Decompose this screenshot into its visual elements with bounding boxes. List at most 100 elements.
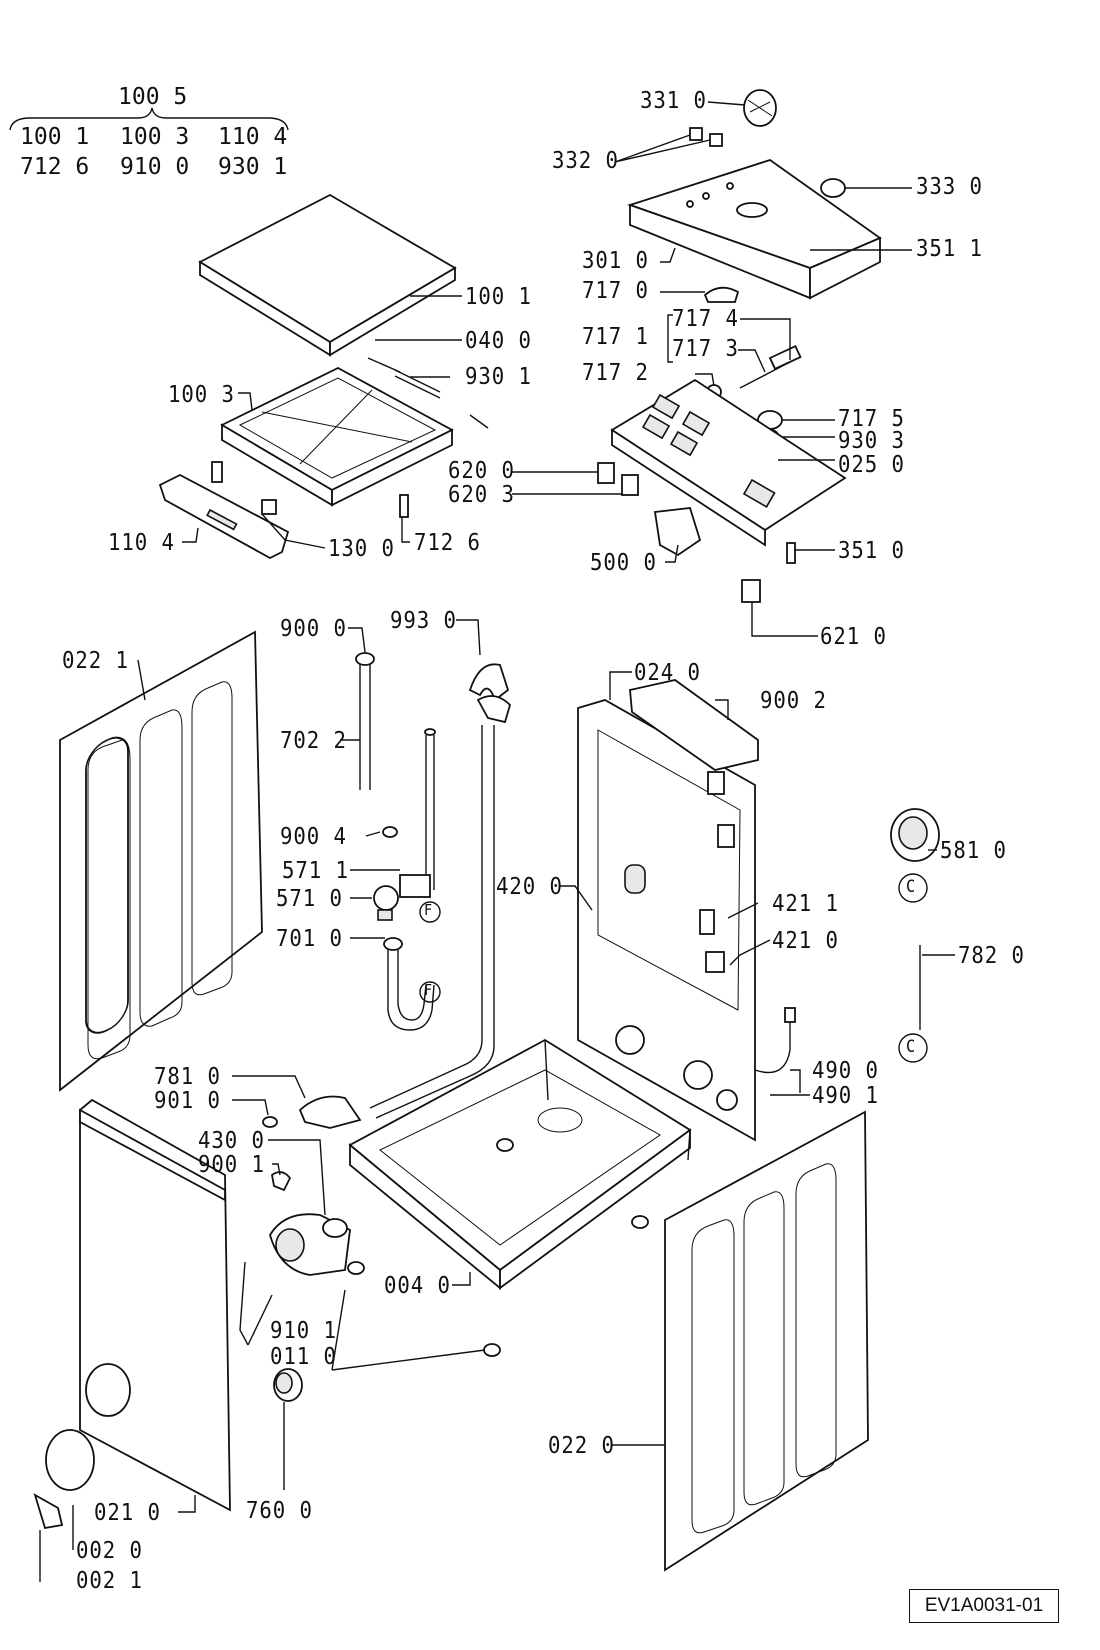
clip-130-part [261,499,277,515]
valve-part [373,874,431,921]
part-label: 993 0 [390,608,457,634]
part-label: 022 1 [62,648,129,674]
part-label: 351 1 [916,236,983,262]
part-label: 351 0 [838,538,905,564]
part-label: 712 6 [414,530,481,556]
part-label: 100 3 [168,382,235,408]
part-label: 024 0 [634,660,701,686]
clip-part [211,461,223,483]
part-label: 571 1 [282,858,349,884]
left-side-panel-part [59,630,263,1092]
part-label: 011 0 [270,1344,337,1370]
connector-620-3-part [621,474,639,496]
part-label: 420 0 [496,874,563,900]
drain-pump-part [269,1213,351,1276]
part-label: 900 4 [280,824,347,850]
header-group-title: 100 5 [118,84,188,110]
connector-c-circle-1 [898,873,928,903]
front-panel-part [79,1098,231,1512]
part-label: 760 0 [246,1498,313,1524]
header-group-item: 100 1 [20,124,90,150]
part-label: 301 0 [582,248,649,274]
header-group-item: 930 1 [218,154,288,180]
part-label: 100 1 [465,284,532,310]
part-label: 500 0 [590,550,657,576]
top-lid-part [198,193,457,357]
connector-f-circle-2 [419,981,441,1003]
lamp-part [820,178,846,198]
part-label: 421 1 [772,891,839,917]
part-label: 717 2 [582,360,649,386]
button-part-b [709,133,723,147]
clip-712-part [399,494,409,518]
part-label: 930 3 [838,428,905,454]
part-label: 900 0 [280,616,347,642]
part-label: 430 0 [198,1128,265,1154]
part-label: 901 0 [154,1088,221,1114]
right-side-panel-part [664,1110,869,1572]
part-label: 900 2 [760,688,827,714]
motor-part [653,507,702,557]
part-label: 717 1 [582,324,649,350]
filter-part [273,1368,303,1402]
pump-part [890,808,940,862]
connector-f-label: F [424,901,434,919]
connector-f-label: F [424,981,434,999]
front-trim-part [158,473,290,560]
connector-c-label: C [906,1037,917,1057]
header-group-item: 910 0 [120,154,190,180]
part-label: 004 0 [384,1273,451,1299]
part-label: 490 1 [812,1083,879,1109]
part-label: 333 0 [916,174,983,200]
part-label: 021 0 [94,1500,161,1526]
part-label: 910 1 [270,1318,337,1344]
door-part [33,1429,95,1530]
gasket-900-1-part [271,1171,292,1192]
part-label: 900 1 [198,1152,265,1178]
part-label: 025 0 [838,452,905,478]
electronic-board-part [610,378,847,547]
part-label: 110 4 [108,530,175,556]
part-label: 701 0 [276,926,343,952]
part-label: 581 0 [940,838,1007,864]
part-label: 717 0 [582,278,649,304]
part-label: 002 1 [76,1568,143,1594]
part-label: 702 2 [280,728,347,754]
connector-c-label: C [906,877,917,897]
connector-c-circle-2 [898,1033,928,1063]
button-part-a [689,127,703,141]
knob-part [743,89,777,127]
foot-parts [347,1138,649,1357]
header-brace [9,107,289,131]
part-label: 490 0 [812,1058,879,1084]
control-console-part [627,159,882,300]
connector-621-part [741,579,761,603]
part-label: 331 0 [640,88,707,114]
header-group-item: 100 3 [120,124,190,150]
part-label: 130 0 [328,536,395,562]
part-label: 621 0 [820,624,887,650]
header-group-item: 110 4 [218,124,288,150]
part-label: 022 0 [548,1433,615,1459]
rear-panel-part [577,679,796,1142]
part-label: 620 0 [448,458,515,484]
part-label: 421 0 [772,928,839,954]
part-label: 620 3 [448,482,515,508]
connector-f-circle-1 [419,901,441,923]
strip-parts [367,357,489,429]
part-label: 782 0 [958,943,1025,969]
connector-620-0-part [597,462,615,484]
light-guide-part [703,286,740,303]
sensor-351-0-part [786,542,796,564]
part-label: 717 5 [838,406,905,432]
part-label: 571 0 [276,886,343,912]
hose-parts [262,652,512,1129]
base-frame-part [348,1038,692,1290]
part-label: 717 3 [672,336,739,362]
header-group-item: 712 6 [20,154,90,180]
part-label: 717 4 [672,306,739,332]
document-reference: EV1A0031-01 [909,1589,1059,1623]
leader-lines [39,101,955,1582]
